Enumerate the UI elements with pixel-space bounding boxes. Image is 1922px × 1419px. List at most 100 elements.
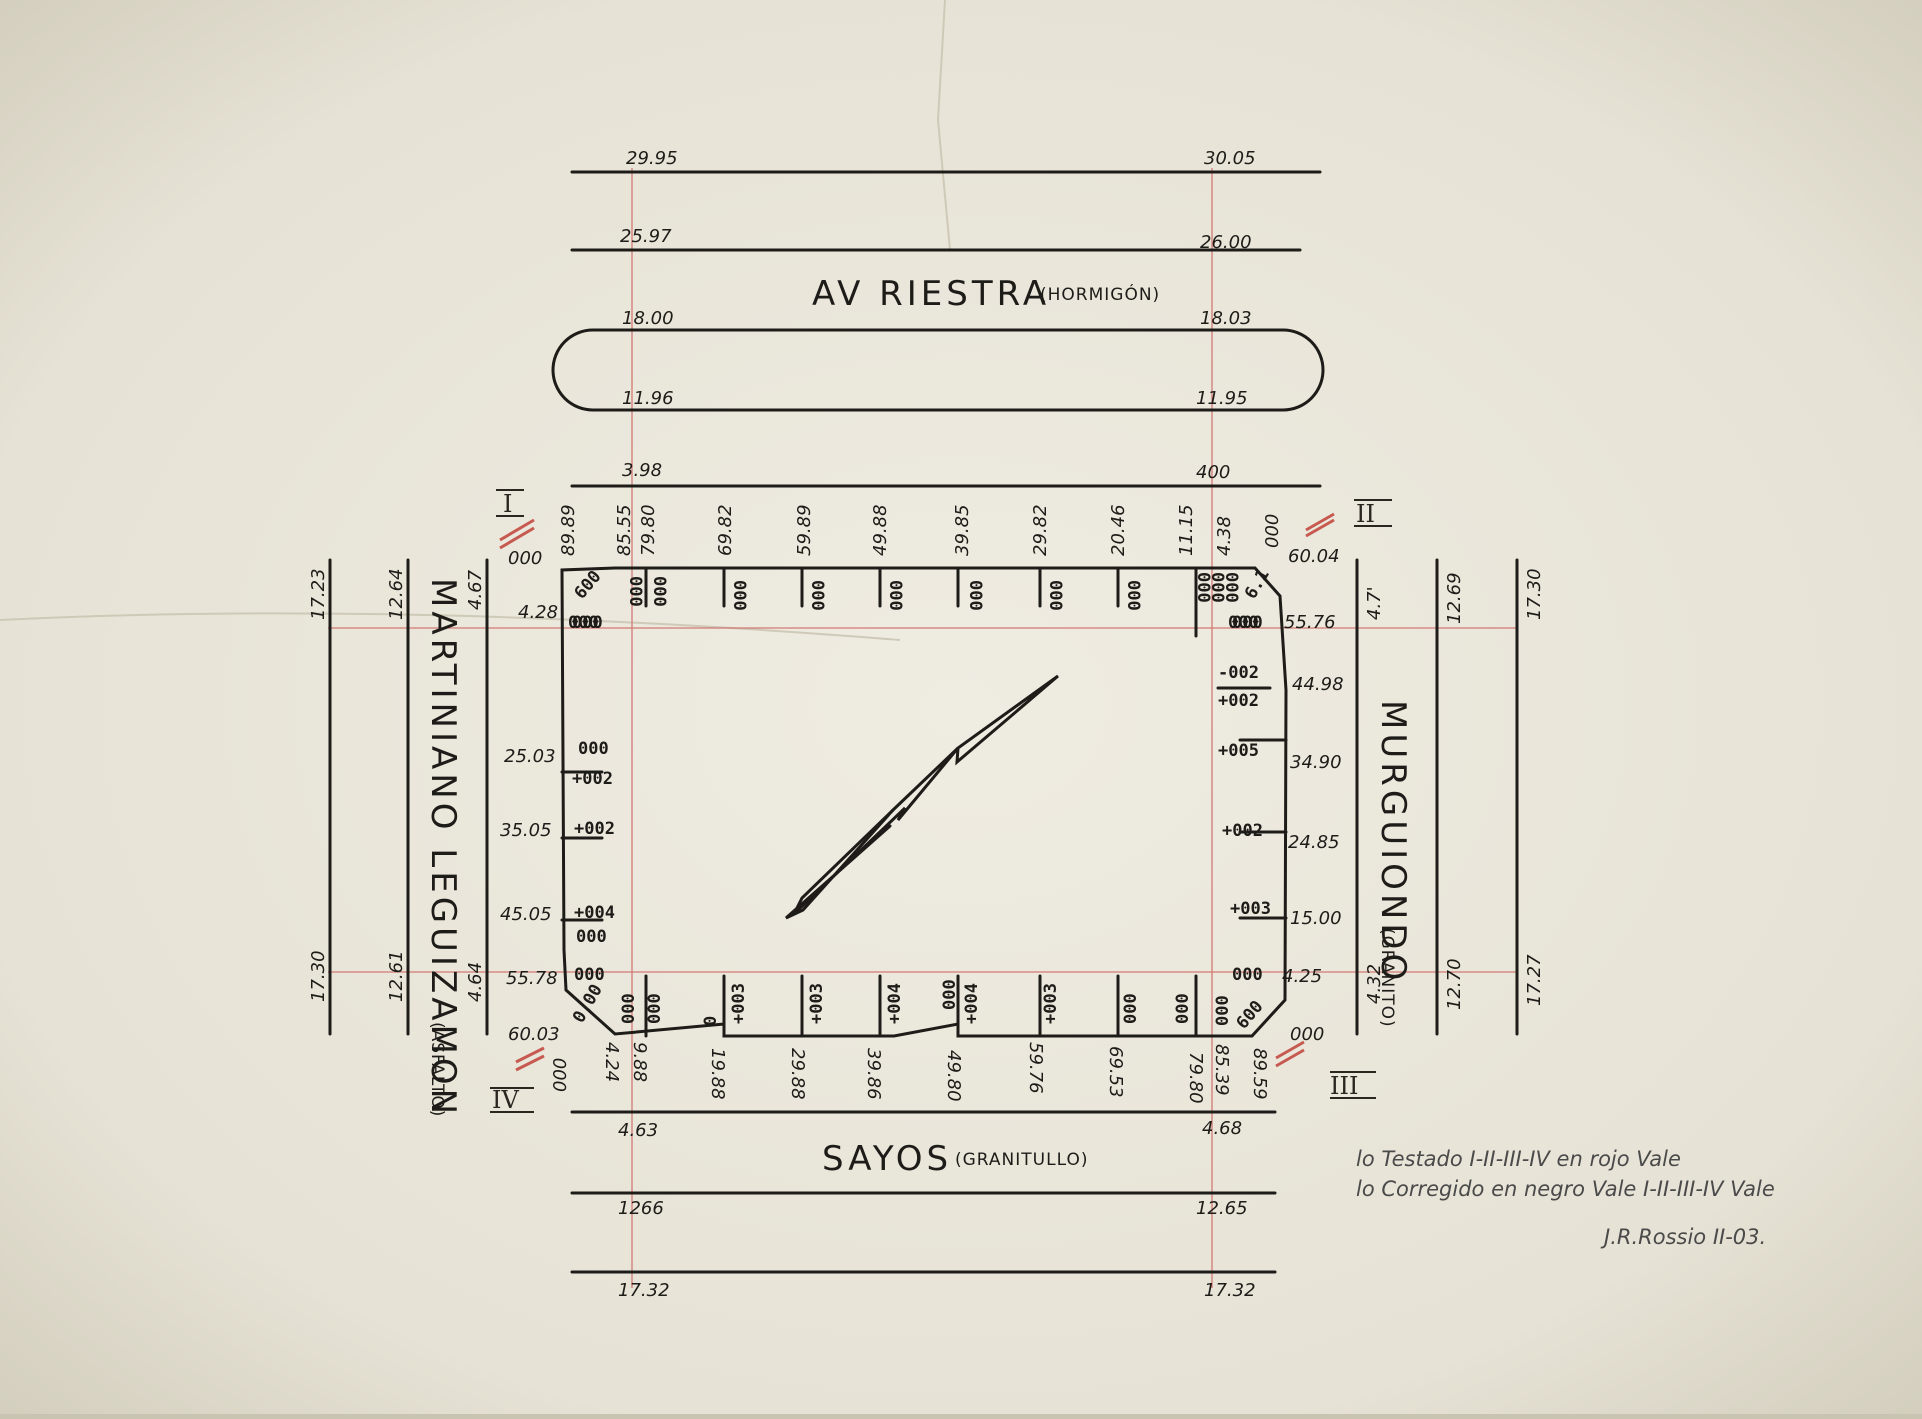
corner-label-bottom-left: 000: [550, 1058, 571, 1092]
distance-label: 24.85: [1288, 832, 1340, 853]
distance-label: 4.25: [1282, 966, 1322, 987]
level-value: 000: [649, 576, 669, 607]
left-side-values: 000 000 +002 +002 +004 000 000: [568, 613, 615, 985]
corner-roman: II: [1356, 500, 1375, 528]
level-label: 18.00: [622, 308, 674, 329]
level-label: 400: [1196, 462, 1230, 483]
distance-label: 89.59: [1249, 1048, 1270, 1100]
corner-roman: III: [1330, 1072, 1358, 1100]
level-label: 18.03: [1200, 308, 1252, 329]
street-name-right: MURGUIONDO: [1373, 700, 1413, 984]
top-distance-labels: 89.89 85.55 79.80 69.82 59.89 49.88 39.8…: [558, 504, 1283, 556]
level-value: 000: [1232, 965, 1263, 985]
distance-label: 9.88: [629, 1042, 650, 1082]
distance-label: 29.82: [1030, 504, 1051, 556]
level-label: 12.61: [386, 950, 407, 1002]
distance-label: 49.80: [943, 1050, 964, 1102]
distance-label: 4.38: [1214, 516, 1235, 556]
corner-marker-ii: II: [1305, 499, 1392, 538]
side-street-level-labels: 17.23 12.64 4.67 17.30 12.61 4.64 4.7' 1…: [308, 568, 1545, 1010]
distance-label: 4.28: [518, 602, 558, 623]
distance-label: 000: [1262, 514, 1283, 548]
level-value: +002: [1222, 821, 1263, 841]
level-label: 4.68: [1202, 1118, 1242, 1139]
level-label: 4.64: [465, 962, 486, 1002]
level-value: +002: [1218, 691, 1259, 711]
distance-label: 55.76: [1284, 612, 1336, 633]
distance-label: 69.53: [1105, 1046, 1126, 1098]
level-label: 17.23: [308, 568, 329, 620]
distance-label: 49.88: [870, 504, 891, 556]
level-label: 12.65: [1196, 1198, 1248, 1219]
level-value: 000: [965, 580, 985, 611]
level-label: 17.30: [1524, 568, 1545, 620]
level-value: +003: [729, 983, 749, 1024]
level-value: 000: [1221, 572, 1241, 603]
level-value: 000: [885, 580, 905, 611]
distance-label: 29.88: [787, 1048, 808, 1100]
distance-label: 69.82: [715, 504, 736, 556]
paper-fold: [0, 0, 951, 641]
distance-label: 44.98: [1292, 674, 1344, 695]
level-value: 000: [807, 580, 827, 611]
level-label: 12.70: [1444, 958, 1465, 1010]
level-label: 11.95: [1196, 388, 1248, 409]
street-name-left: MARTINIANO LEGUIZAMON: [423, 578, 463, 1118]
level-value: 000: [619, 993, 639, 1024]
level-label: 4.32: [1364, 964, 1385, 1004]
distance-label: 59.76: [1025, 1042, 1046, 1094]
av-riestra-lines: [551, 170, 1325, 488]
distance-label: 000: [1290, 1024, 1324, 1045]
corner-roman: I: [503, 490, 512, 518]
right-distance-labels: 60.04 55.76 44.98 34.90 24.85 15.00 4.25…: [1282, 546, 1344, 1045]
level-label: 12.69: [1444, 572, 1465, 624]
distance-label: 45.05: [500, 904, 552, 925]
note-line: lo Corregido en negro Vale I-II-III-IV V…: [1356, 1177, 1775, 1201]
north-arrow-icon: [785, 674, 1059, 920]
distance-label: 35.05: [500, 820, 552, 841]
level-label: 25.97: [620, 226, 672, 247]
level-value: +002: [574, 819, 615, 839]
level-value: 000: [1232, 613, 1263, 633]
level-value: +003: [1230, 899, 1271, 919]
level-label: 17.27: [1524, 954, 1545, 1006]
level-label: 29.95: [626, 148, 678, 169]
corner-roman: IV: [492, 1086, 519, 1114]
note-line: lo Testado I-II-III-IV en rojo Vale: [1356, 1147, 1681, 1171]
level-label: 30.05: [1204, 148, 1256, 169]
level-label: 17.32: [618, 1280, 670, 1301]
top-edge-values: 000 000 000 000 000 000 000 000 000 000 …: [625, 572, 1241, 611]
level-label: 26.00: [1200, 232, 1252, 253]
level-value: 000: [1193, 572, 1213, 603]
level-value: +002: [572, 769, 613, 789]
distance-label: 39.86: [863, 1048, 884, 1100]
level-value: 000: [574, 965, 605, 985]
level-value: 0: [701, 1016, 721, 1026]
corner-label-top-left: 000: [508, 548, 542, 569]
distance-label: 39.85: [952, 504, 973, 556]
level-label: 4.7': [1364, 586, 1385, 620]
level-label: 3.98: [622, 460, 662, 481]
side-street-lines: [328, 558, 1519, 1036]
level-value: 000: [1213, 995, 1233, 1026]
corner-markers: I II III IV: [490, 489, 1392, 1114]
left-distance-labels: 4.28 25.03 35.05 45.05 55.78 60.03: [500, 602, 560, 1045]
corner-marker-iv: IV: [490, 1046, 545, 1114]
street-name-bottom: SAYOS: [822, 1139, 952, 1179]
level-label: 12.64: [386, 568, 407, 620]
level-value: +003: [807, 983, 827, 1024]
right-side-values: 000 -002 +002 +005 +002 +003 000: [1218, 613, 1271, 985]
level-ticks: [560, 566, 1288, 1038]
level-label: 1266: [618, 1198, 664, 1219]
handwritten-notes: lo Testado I-II-III-IV en rojo Vale lo C…: [1356, 1147, 1775, 1249]
distance-label: 15.00: [1290, 908, 1342, 929]
level-value: -002: [1218, 663, 1259, 683]
distance-label: 55.78: [506, 968, 558, 989]
level-value: 000: [625, 576, 645, 607]
distance-label: 11.15: [1176, 504, 1197, 556]
level-label: 11.96: [622, 388, 674, 409]
distance-label: 19.88: [707, 1048, 728, 1100]
level-label: 4.67: [465, 569, 486, 610]
level-value: +003: [1041, 983, 1061, 1024]
